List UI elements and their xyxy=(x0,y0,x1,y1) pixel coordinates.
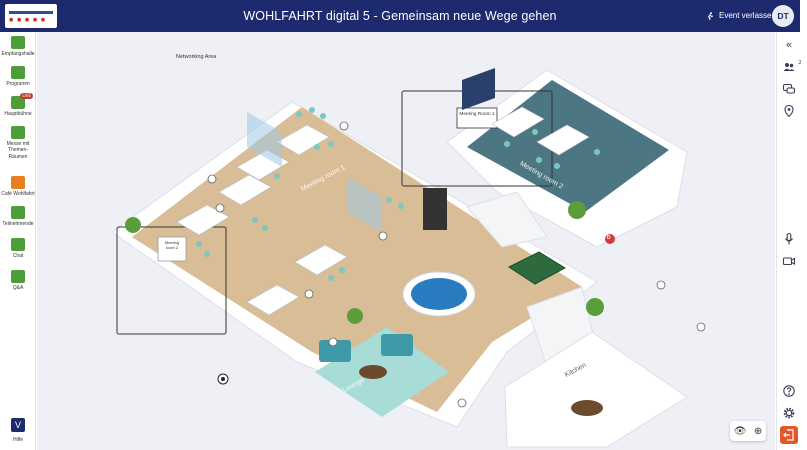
meeting-room-2-sign xyxy=(157,236,187,262)
networking-area-label: Networking Area xyxy=(176,54,217,60)
location-pins xyxy=(207,121,706,408)
participants-icon xyxy=(11,206,25,219)
pool-water xyxy=(411,278,467,310)
collapse-icon[interactable]: « xyxy=(785,38,793,51)
eye-icon[interactable]: 👁 xyxy=(733,425,747,437)
stage-icon: LIVE xyxy=(11,93,33,109)
left-sidebar: Empfangshalle Programm LIVE Hauptbühne M… xyxy=(0,32,36,450)
kitchen-floor xyxy=(504,331,688,448)
cafe-icon xyxy=(11,176,25,189)
sidebar-item-label: Hauptbühne xyxy=(4,111,32,117)
event-title: WOHLFAHRT digital 5 - Gemeinsam neue Weg… xyxy=(243,9,557,23)
leave-event-button[interactable]: Event verlassen xyxy=(706,0,776,32)
sofa-right xyxy=(381,334,413,356)
running-person-icon xyxy=(707,12,714,21)
camera-icon[interactable] xyxy=(782,254,796,268)
sidebar-item-programm[interactable]: Programm xyxy=(0,66,36,87)
plant xyxy=(586,298,604,316)
help-icon[interactable] xyxy=(782,384,796,398)
sofa-left xyxy=(319,340,351,362)
help-button[interactable]: V xyxy=(11,418,25,432)
leave-event-label: Event verlassen xyxy=(719,11,776,20)
reception-icon xyxy=(11,36,25,49)
fair-icon xyxy=(11,126,25,139)
isometric-floor-plan xyxy=(111,68,706,448)
venue-map[interactable]: Networking Area Meeting Room 1 Meeting r… xyxy=(37,32,775,450)
sidebar-item-messe[interactable]: Messe mit Themen-Räumen xyxy=(0,126,36,160)
settings-icon[interactable] xyxy=(782,406,796,420)
zoom-in-icon[interactable]: ⊕ xyxy=(753,425,763,437)
sidebar-item-label: Q&A xyxy=(12,285,24,291)
coffee-table xyxy=(359,365,387,379)
map-view-controls: 👁 ⊕ xyxy=(730,421,766,441)
sidebar-item-label: Programm xyxy=(6,81,30,87)
sidebar-item-label: Café Wohlfahrt xyxy=(1,191,35,197)
sidebar-item-teilnehmende[interactable]: Teilnehmende xyxy=(0,206,36,227)
user-marker xyxy=(605,234,615,244)
glass-partition xyxy=(247,112,282,167)
sidebar-item-label: Messe mit Themen-Räumen xyxy=(6,141,30,160)
chat-bubbles-icon[interactable] xyxy=(782,82,796,96)
sidebar-item-label: Empfangshalle xyxy=(1,51,35,57)
people-icon[interactable] xyxy=(782,60,796,74)
chairs xyxy=(196,107,600,281)
event-logo[interactable]: ● ● ● ● ● xyxy=(5,4,57,28)
program-icon xyxy=(11,66,25,79)
live-badge: LIVE xyxy=(20,93,33,99)
desks xyxy=(176,106,590,316)
sidebar-item-hauptbuehne[interactable]: LIVE Hauptbühne xyxy=(0,93,36,117)
sidebar-item-cafe[interactable]: Café Wohlfahrt xyxy=(0,176,36,197)
right-toolbar: « 2 xyxy=(776,32,802,450)
user-avatar[interactable]: DT xyxy=(772,5,794,27)
glass-partition xyxy=(347,177,382,232)
presentation-screen xyxy=(462,68,495,110)
plant xyxy=(347,308,363,324)
plant xyxy=(568,201,586,219)
meeting-room-2-sign-label: Meeting room 2 xyxy=(164,240,180,250)
participant-count: 2 xyxy=(798,60,802,66)
microphone-icon[interactable] xyxy=(782,232,796,246)
sidebar-item-qa[interactable]: Q&A xyxy=(0,270,36,291)
sidebar-item-chat[interactable]: Chat xyxy=(0,238,36,259)
location-icon[interactable] xyxy=(782,104,796,118)
sidebar-item-empfangshalle[interactable]: Empfangshalle xyxy=(0,36,36,57)
user-marker-label: D xyxy=(607,235,611,241)
meeting-room-1-sign-label: Meeting Room 1 xyxy=(459,112,495,117)
top-header: ● ● ● ● ● WOHLFAHRT digital 5 - Gemeinsa… xyxy=(0,0,800,32)
plant xyxy=(125,217,141,233)
sidebar-item-label: Teilnehmende xyxy=(2,221,34,227)
qa-icon xyxy=(11,270,25,283)
kitchen-table xyxy=(571,400,603,416)
chat-icon xyxy=(11,238,25,251)
vending-machine xyxy=(423,188,447,230)
meeting-room-2-frame xyxy=(116,226,227,335)
help-label: Hilfe xyxy=(12,437,23,443)
exit-icon[interactable] xyxy=(780,426,798,444)
meeting-room-1-sign xyxy=(456,107,498,129)
sidebar-item-label: Chat xyxy=(12,253,24,259)
